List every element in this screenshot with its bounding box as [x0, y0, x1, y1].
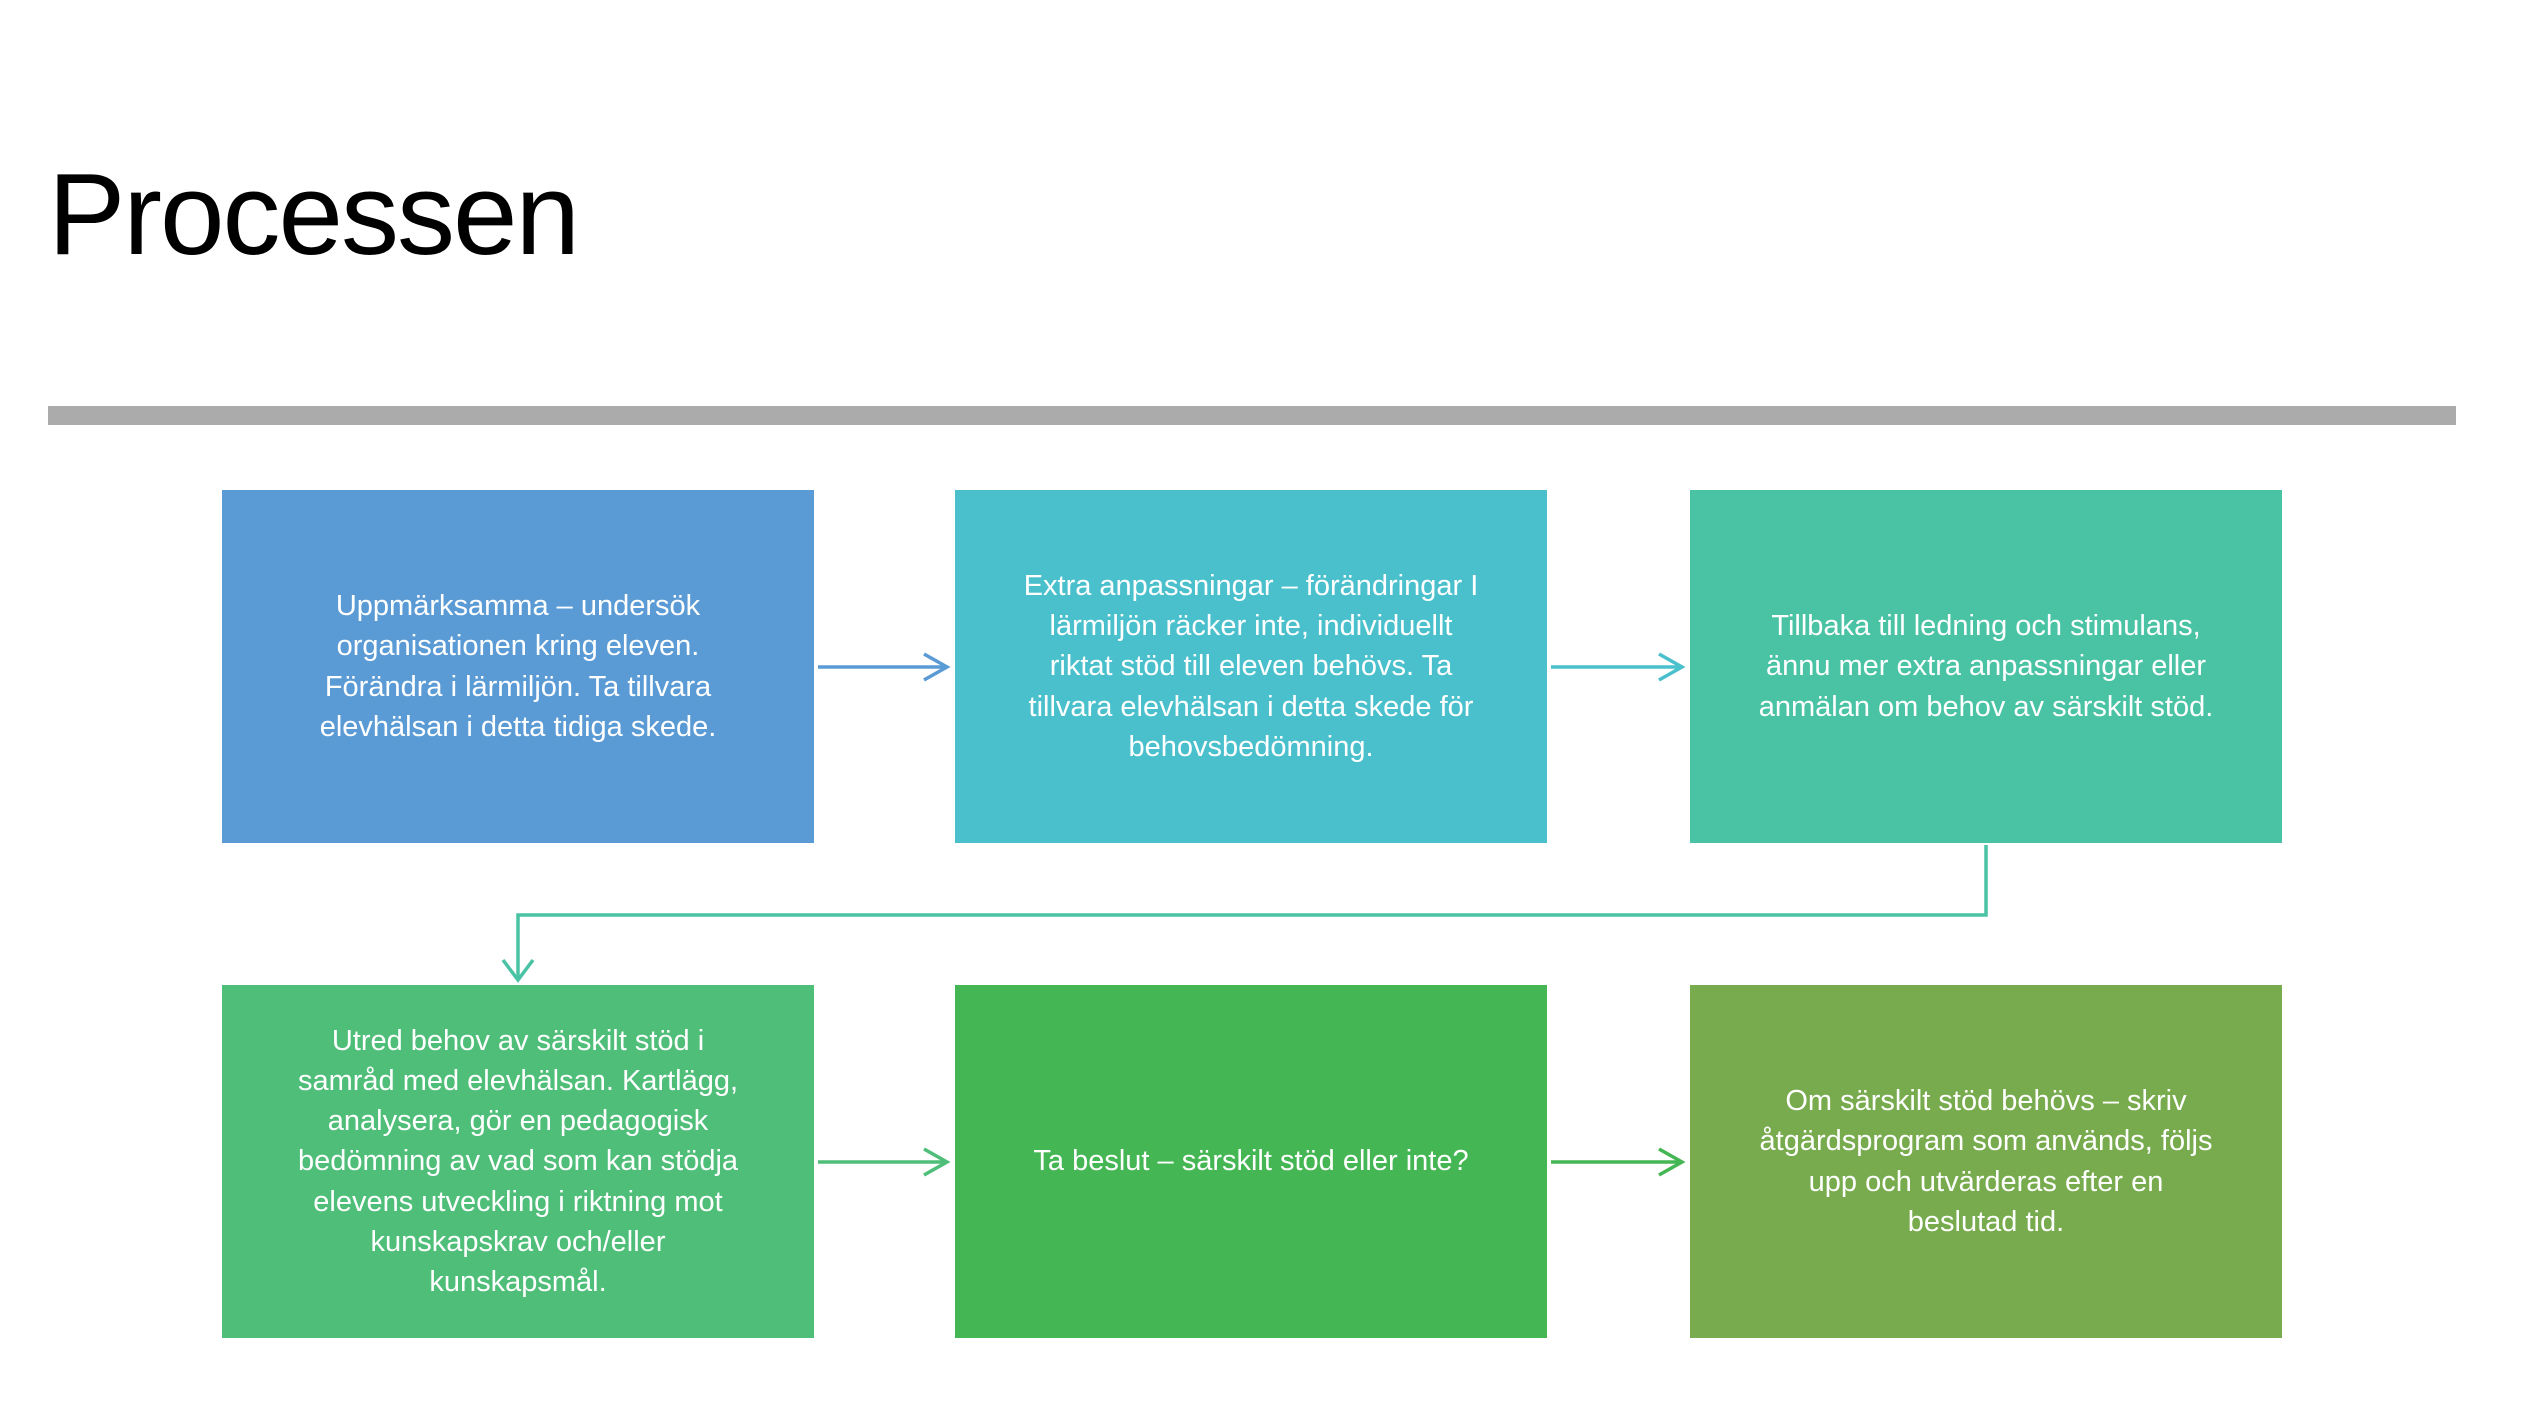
arrow-step5-step6-icon	[1551, 1147, 1686, 1177]
flow-box-uppmarksamma: Uppmärksamma – undersök organisationen k…	[222, 490, 814, 843]
title-divider-bar	[48, 406, 2456, 425]
flow-box-extra-anpassningar: Extra anpassningar – förändringar I lärm…	[955, 490, 1547, 843]
flow-box-atgardsprogram: Om särskilt stöd behövs – skriv åtgärdsp…	[1690, 985, 2282, 1338]
arrow-step4-step5-icon	[818, 1147, 951, 1177]
flow-box-ta-beslut: Ta beslut – särskilt stöd eller inte?	[955, 985, 1547, 1338]
flow-box-utred-behov: Utred behov av särskilt stöd i samråd me…	[222, 985, 814, 1338]
page-title: Processen	[48, 149, 580, 279]
flow-box-tillbaka-till-ledning: Tillbaka till ledning och stimulans, änn…	[1690, 490, 2282, 843]
arrow-step3-step4-icon	[501, 845, 1988, 983]
arrow-step1-step2-icon	[818, 652, 951, 682]
arrow-step2-step3-icon	[1551, 652, 1686, 682]
